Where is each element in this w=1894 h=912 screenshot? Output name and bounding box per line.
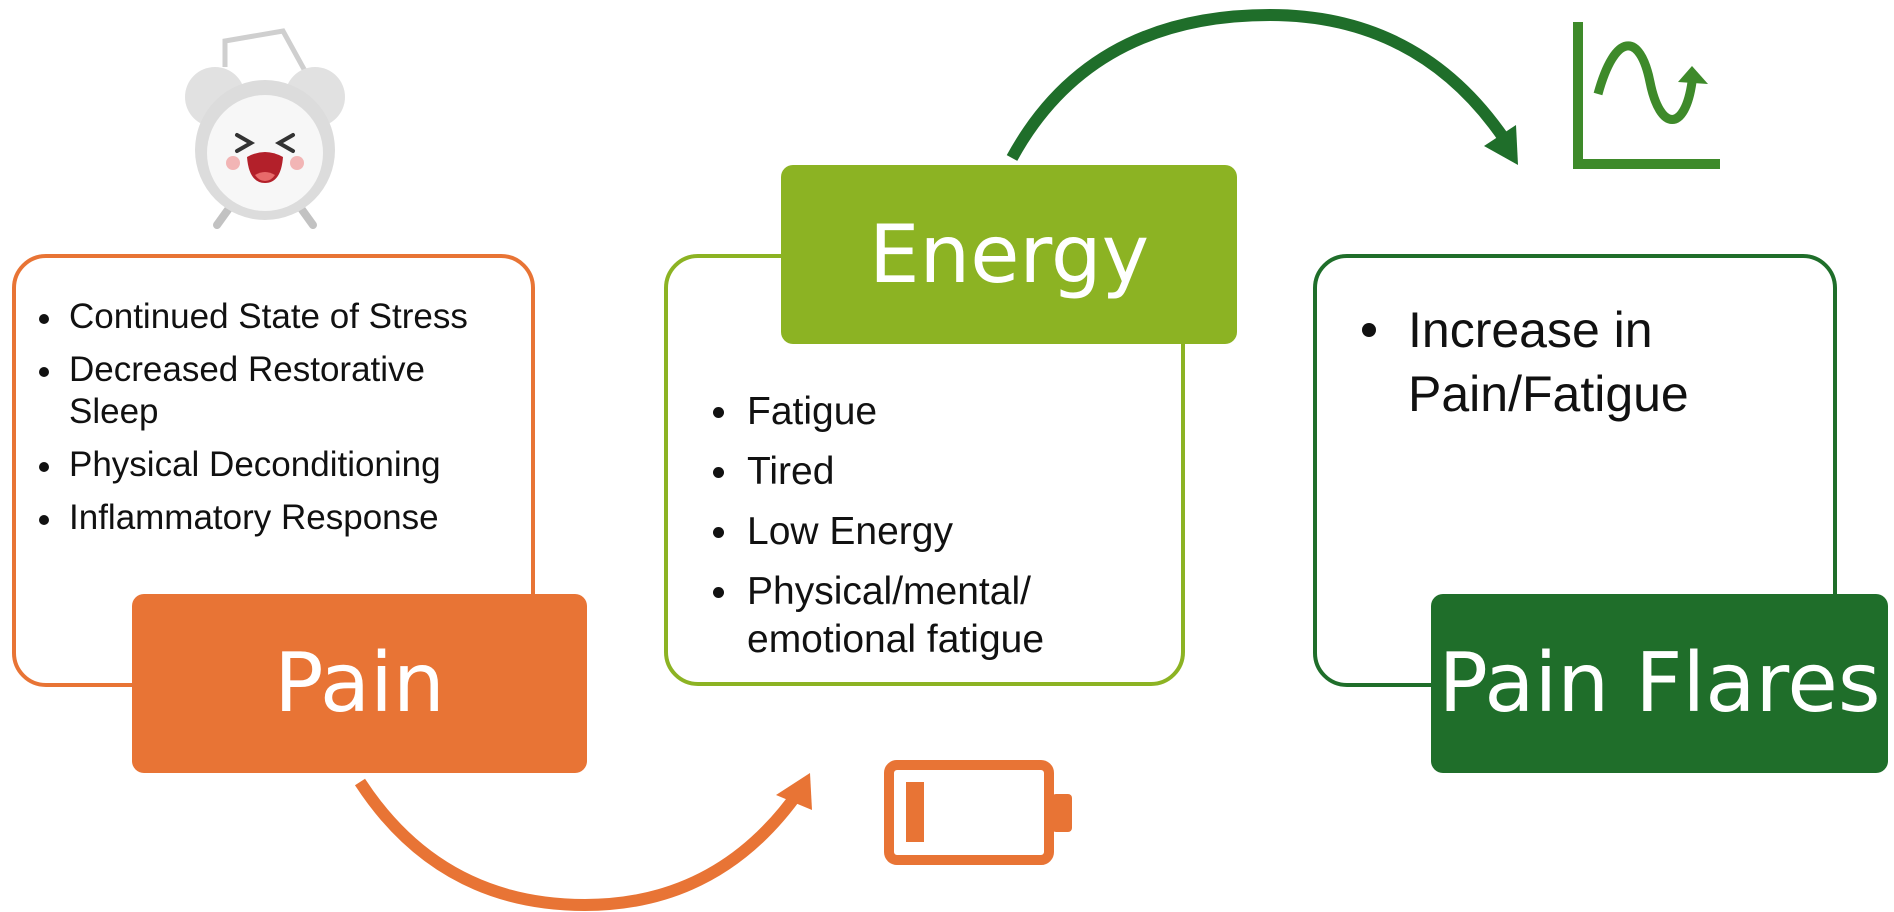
pain-flares-list: Increase in Pain/Fatigue xyxy=(1362,298,1788,426)
pain-factor-list: Continued State of Stress Decreased Rest… xyxy=(39,296,489,550)
list-item: Fatigue xyxy=(713,388,1147,436)
list-item: Increase in Pain/Fatigue xyxy=(1362,298,1788,426)
list-item: Physical Deconditioning xyxy=(39,444,489,486)
rising-wave-graph-icon xyxy=(1573,22,1720,169)
list-item: Tired xyxy=(713,448,1147,496)
list-item: Physical/mental/ emotional fatigue xyxy=(713,568,1147,664)
energy-label-box: Energy xyxy=(781,165,1237,344)
pain-flares-label-box: Pain Flares xyxy=(1431,594,1888,773)
list-item: Low Energy xyxy=(713,508,1147,556)
list-item: Inflammatory Response xyxy=(39,497,489,539)
arrowhead xyxy=(776,773,812,810)
list-item: Decreased Restorative Sleep xyxy=(39,349,489,433)
low-battery-icon xyxy=(884,760,1072,865)
alarm-clock-icon xyxy=(185,28,345,229)
arrowhead xyxy=(1484,125,1518,165)
energy-symptom-list: Fatigue Tired Low Energy Physical/mental… xyxy=(713,388,1147,676)
list-item: Continued State of Stress xyxy=(39,296,489,338)
pain-label-box: Pain xyxy=(132,594,587,773)
